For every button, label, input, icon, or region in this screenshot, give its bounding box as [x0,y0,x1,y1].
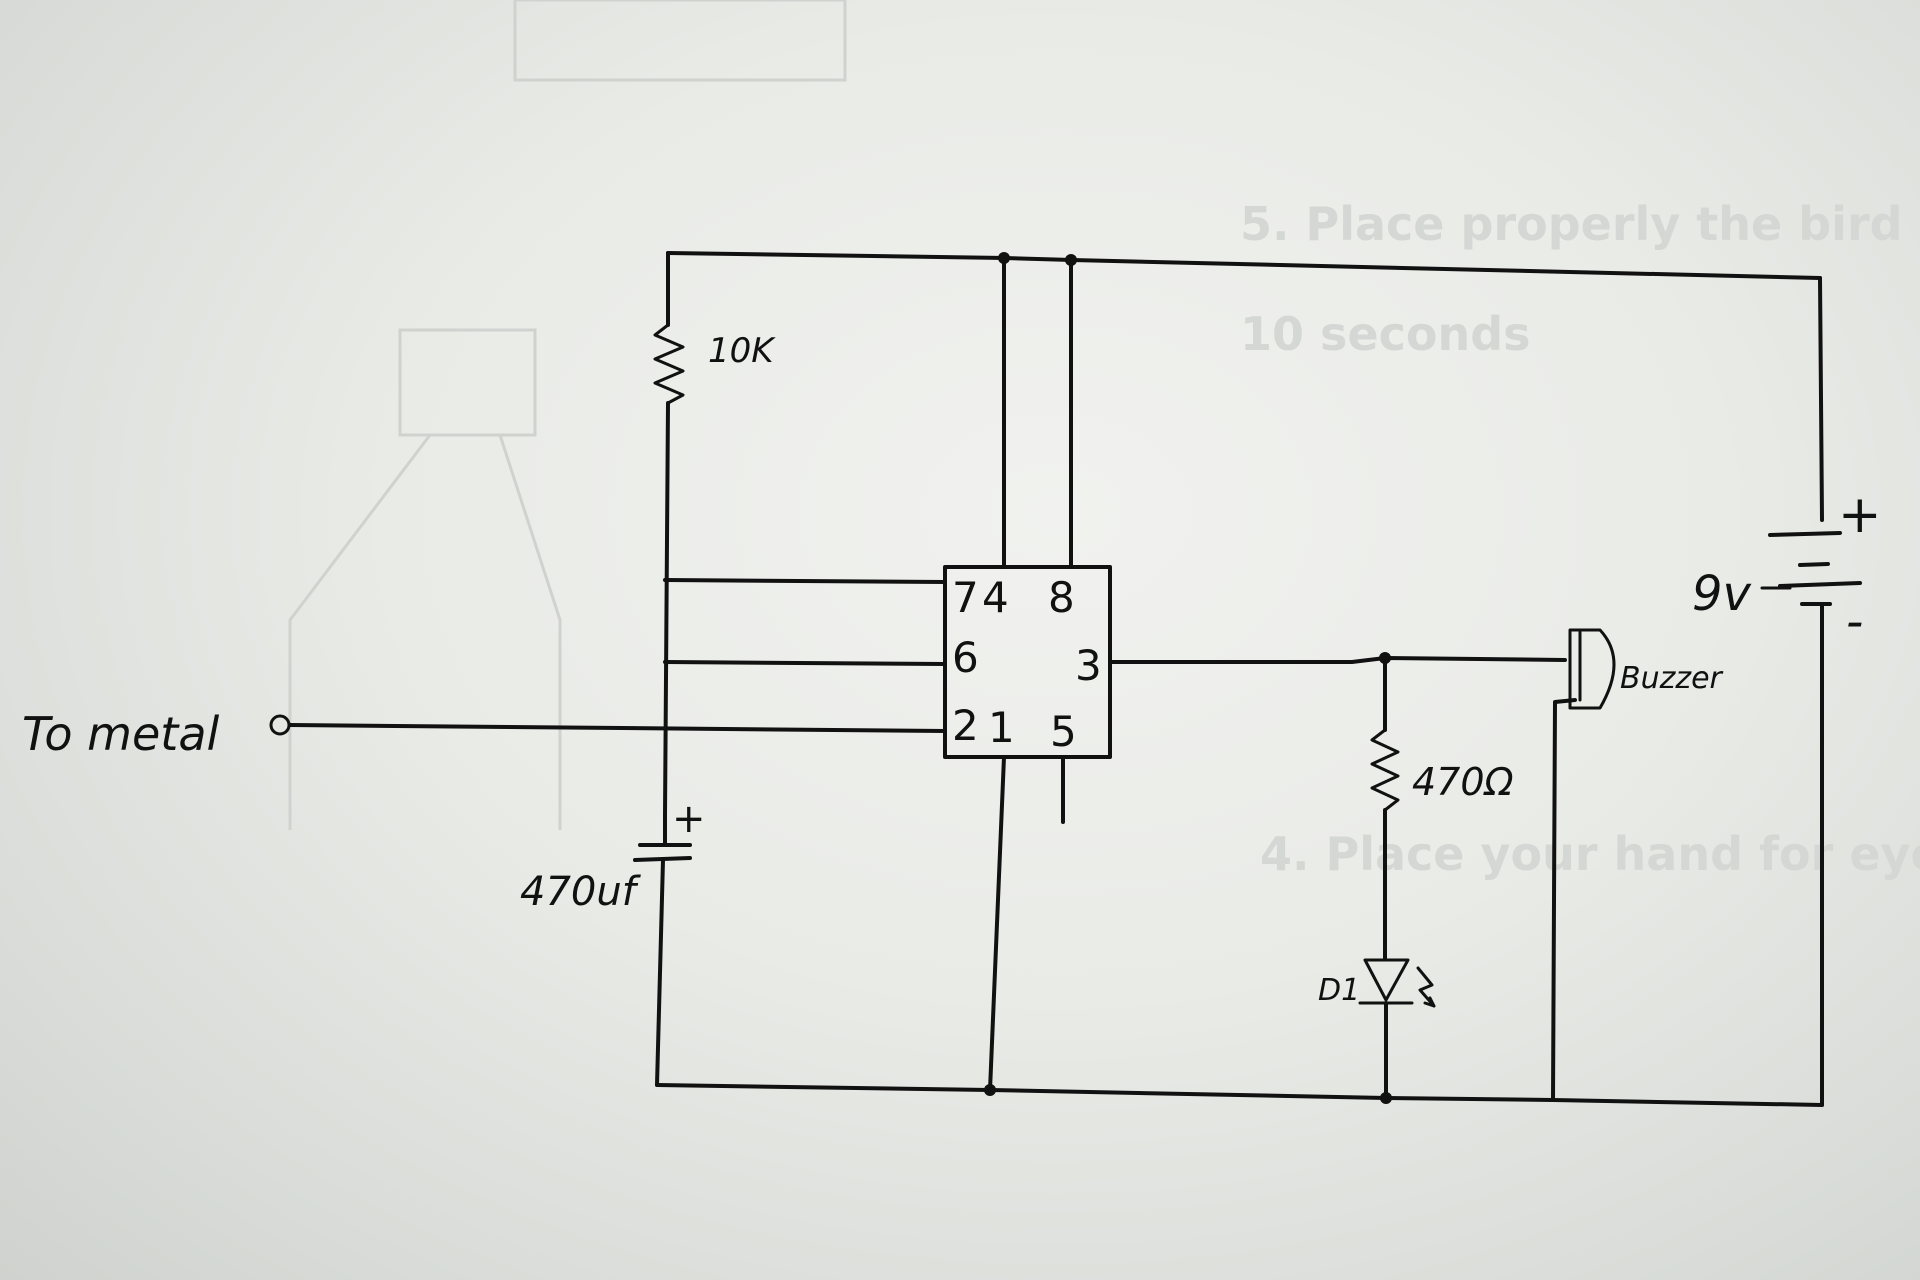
junction-pin8 [1065,254,1077,266]
capacitor-label: 470uf [520,869,642,915]
buzzer-label: Buzzer [1620,661,1724,696]
resistor-10k-label: 10K [708,331,776,371]
buzzer-ground-wire [1551,698,1577,1102]
led-d1-symbol [1358,958,1414,1005]
led-d1-label: D1 [1318,973,1360,1008]
battery-plate-long [1768,531,1842,537]
capacitor-plus-sign: + [672,796,706,842]
junction-pin4 [998,252,1010,264]
led-emission-arrows [1416,966,1436,1008]
ic-pin-2: 2 [952,701,979,750]
ic-pin-8: 8 [1048,573,1075,622]
resistor-470 [1370,728,1400,812]
resistor-10k [653,323,685,405]
metal-probe-terminal [269,714,291,736]
battery-minus-sign: - [1846,594,1863,650]
battery-label: 9v [1692,566,1752,622]
show-through-marks: 5. Place properly the bird look 10 secon… [288,0,1920,881]
battery-plate-short-1 [1798,562,1830,567]
right-supply-wire-upper [1818,276,1824,522]
junction-ground-led [1380,1092,1392,1104]
svg-text:10 seconds: 10 seconds [1240,307,1531,361]
capacitor-lead-bottom [655,858,665,1087]
junction-ground-pin1 [984,1084,996,1096]
ic-pin-7: 7 [952,573,979,622]
pin7-wire [663,578,947,584]
ic-pin-5: 5 [1050,707,1077,756]
pin2-input-wire [288,723,947,733]
svg-text:5. Place properly the bird loo: 5. Place properly the bird look [1240,197,1920,251]
pin1-ground-wire [988,755,1006,1092]
ic-pin-3: 3 [1075,641,1102,690]
pin6-wire [663,660,947,666]
pin3-output-wire [1108,656,1567,664]
resistor-470-label: 470Ω [1412,760,1514,804]
bottom-ground-wire [655,1083,1824,1107]
ic-pin-6: 6 [952,633,979,682]
ic-pin-1: 1 [988,703,1015,752]
top-supply-wire [666,251,1822,280]
battery-plate-long-2 [1778,581,1862,588]
left-vertical-wire [663,401,670,817]
ic-pin-4: 4 [982,573,1009,622]
to-metal-label: To metal [22,707,220,761]
battery-plus-sign: + [1838,485,1882,545]
svg-text:4. Place your hand for eye: 4. Place your hand for eye [1260,827,1920,881]
buzzer-symbol [1568,628,1616,710]
